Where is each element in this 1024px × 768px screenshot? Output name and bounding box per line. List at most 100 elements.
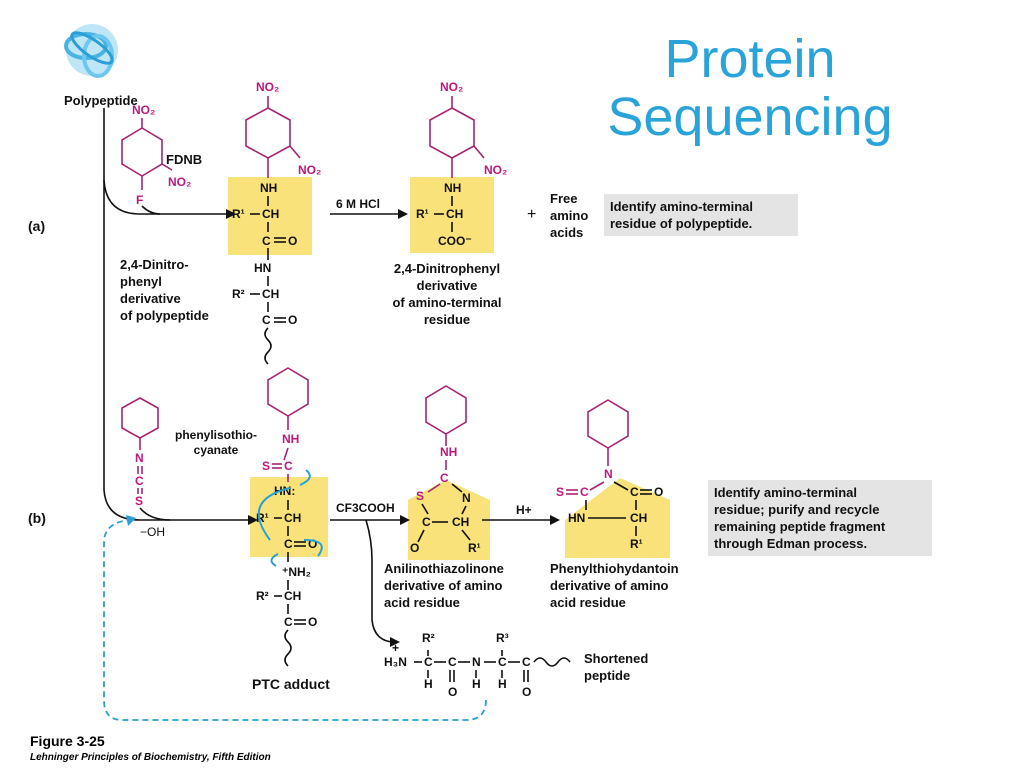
svg-text:NH: NH bbox=[440, 445, 457, 459]
svg-text:R²: R² bbox=[232, 287, 245, 301]
title-line-2: Sequencing bbox=[607, 87, 893, 147]
svg-text:S: S bbox=[556, 485, 564, 499]
svg-text:NH: NH bbox=[444, 181, 461, 195]
svg-text:H: H bbox=[424, 677, 433, 691]
note-box-b: Identify amino-terminal residue; purify … bbox=[708, 480, 932, 556]
svg-text:CH: CH bbox=[262, 207, 279, 221]
pitc-label: phenylisothio- cyanate bbox=[166, 428, 266, 458]
caption-line: of polypeptide bbox=[120, 308, 209, 323]
svg-text:R¹: R¹ bbox=[630, 537, 643, 551]
svg-text:S: S bbox=[262, 459, 270, 473]
atz-structure: NH C S N C CH O R¹ bbox=[410, 385, 481, 555]
note-line: remaining peptide fragment bbox=[714, 519, 886, 534]
protein-blob-icon bbox=[64, 24, 118, 78]
part-a-label: (a) bbox=[28, 218, 46, 234]
caption-line: Shortened bbox=[584, 651, 649, 666]
caption-line: amino bbox=[550, 208, 589, 223]
dnp-polypeptide-structure: NO₂ NO₂ NH R¹ CH C O HN R² CH C O bbox=[232, 80, 321, 365]
svg-text:NO₂: NO₂ bbox=[132, 103, 155, 117]
svg-text:C: C bbox=[522, 655, 531, 669]
svg-text:⁺NH₂: ⁺NH₂ bbox=[282, 565, 311, 579]
svg-text:C: C bbox=[284, 459, 293, 473]
svg-text:O: O bbox=[448, 685, 457, 699]
svg-text:C: C bbox=[135, 474, 144, 488]
svg-text:R¹: R¹ bbox=[416, 207, 429, 221]
figure-source: Lehninger Principles of Biochemistry, Fi… bbox=[30, 752, 271, 763]
caption-line: derivative of amino bbox=[384, 578, 503, 593]
note-line: through Edman process. bbox=[714, 536, 868, 551]
highlight-dnp-polypeptide bbox=[228, 177, 312, 255]
caption-line: peptide bbox=[584, 668, 631, 683]
svg-text:O: O bbox=[288, 313, 297, 327]
svg-text:NO₂: NO₂ bbox=[484, 163, 507, 177]
svg-text:O: O bbox=[308, 615, 317, 629]
fdnb-structure: NO₂ NO₂ F bbox=[121, 103, 191, 215]
svg-text:S: S bbox=[135, 494, 143, 508]
svg-text:HN: HN bbox=[254, 261, 271, 275]
reagent-h-plus: H+ bbox=[516, 503, 532, 517]
svg-text:CH: CH bbox=[630, 511, 647, 525]
svg-text:NO₂: NO₂ bbox=[440, 80, 463, 94]
svg-text:O: O bbox=[654, 485, 663, 499]
svg-text:O: O bbox=[410, 541, 419, 555]
svg-text:CH: CH bbox=[262, 287, 279, 301]
svg-text:C: C bbox=[284, 615, 293, 629]
svg-text:C: C bbox=[262, 234, 271, 248]
shortened-peptide-structure: H₃N + C R² H C O N H C R³ H C bbox=[384, 631, 571, 699]
pth-structure: N S C C O HN CH R¹ bbox=[556, 399, 663, 551]
svg-text:NO₂: NO₂ bbox=[168, 175, 191, 189]
dnp-terminal-caption: 2,4-Dinitrophenyl derivative of amino-te… bbox=[372, 260, 522, 328]
shortened-peptide-label: Shortened peptide bbox=[584, 650, 648, 684]
caption-line: acid residue bbox=[384, 595, 460, 610]
note-line: Identify amino-terminal bbox=[714, 485, 858, 500]
svg-text:NH: NH bbox=[260, 181, 277, 195]
svg-text:R¹: R¹ bbox=[468, 541, 481, 555]
svg-text:H: H bbox=[498, 677, 507, 691]
svg-text:CH: CH bbox=[446, 207, 463, 221]
svg-text:R²: R² bbox=[256, 589, 269, 603]
polypeptide-label: Polypeptide bbox=[64, 93, 138, 108]
svg-text:N: N bbox=[462, 491, 471, 505]
caption-line: Anilinothiazolinone bbox=[384, 561, 504, 576]
svg-text:C: C bbox=[498, 655, 507, 669]
dnp-terminal-structure: NO₂ NO₂ NH R¹ CH COO⁻ bbox=[416, 80, 507, 248]
caption-line: residue bbox=[423, 312, 471, 327]
caption-line: derivative bbox=[416, 278, 478, 293]
svg-text:R²: R² bbox=[422, 631, 435, 645]
reagent-hcl: 6 M HCl bbox=[336, 197, 381, 211]
ptc-adduct-structure: NH S C HN: R¹ CH C O ⁺NH₂ R² CH C bbox=[256, 367, 323, 667]
caption-line: derivative bbox=[120, 291, 181, 306]
svg-text:O: O bbox=[288, 234, 297, 248]
svg-text:O: O bbox=[522, 685, 531, 699]
svg-text:C: C bbox=[284, 537, 293, 551]
phenylthio-caption: Phenylthiohydantoin derivative of amino … bbox=[550, 560, 679, 611]
svg-text:+: + bbox=[392, 641, 399, 655]
svg-text:NH: NH bbox=[282, 432, 299, 446]
free-amino-acids: Free amino acids bbox=[550, 190, 588, 241]
title-line-1: Protein bbox=[664, 29, 836, 89]
svg-text:C: C bbox=[422, 515, 431, 529]
caption-line: phenyl bbox=[120, 274, 162, 289]
part-b-label: (b) bbox=[28, 510, 46, 526]
reagent-cf3cooh: CF3COOH bbox=[336, 501, 395, 515]
caption-line: acids bbox=[550, 225, 584, 240]
slide-title: Protein Sequencing bbox=[560, 30, 940, 146]
svg-text:CH: CH bbox=[452, 515, 469, 529]
svg-text:C: C bbox=[440, 471, 449, 485]
highlight-ptc bbox=[250, 477, 328, 557]
svg-text:C: C bbox=[262, 313, 271, 327]
svg-text:C: C bbox=[424, 655, 433, 669]
svg-text:HN:: HN: bbox=[274, 484, 295, 498]
highlight-dnp-terminal bbox=[410, 177, 494, 253]
caption-line: 2,4-Dinitro- bbox=[120, 257, 189, 272]
note-box-a: Identify amino-terminal residue of polyp… bbox=[604, 194, 798, 236]
svg-text:C: C bbox=[630, 485, 639, 499]
caption-line: of amino-terminal bbox=[392, 295, 502, 310]
caption-line: derivative of amino bbox=[550, 578, 669, 593]
svg-text:N: N bbox=[604, 467, 613, 481]
anilino-caption: Anilinothiazolinone derivative of amino … bbox=[384, 560, 504, 611]
figure-number: Figure 3-25 bbox=[30, 733, 105, 749]
fdnb-label: FDNB bbox=[166, 152, 203, 167]
caption-line: Free bbox=[550, 191, 578, 206]
caption-line: cyanate bbox=[193, 443, 239, 457]
